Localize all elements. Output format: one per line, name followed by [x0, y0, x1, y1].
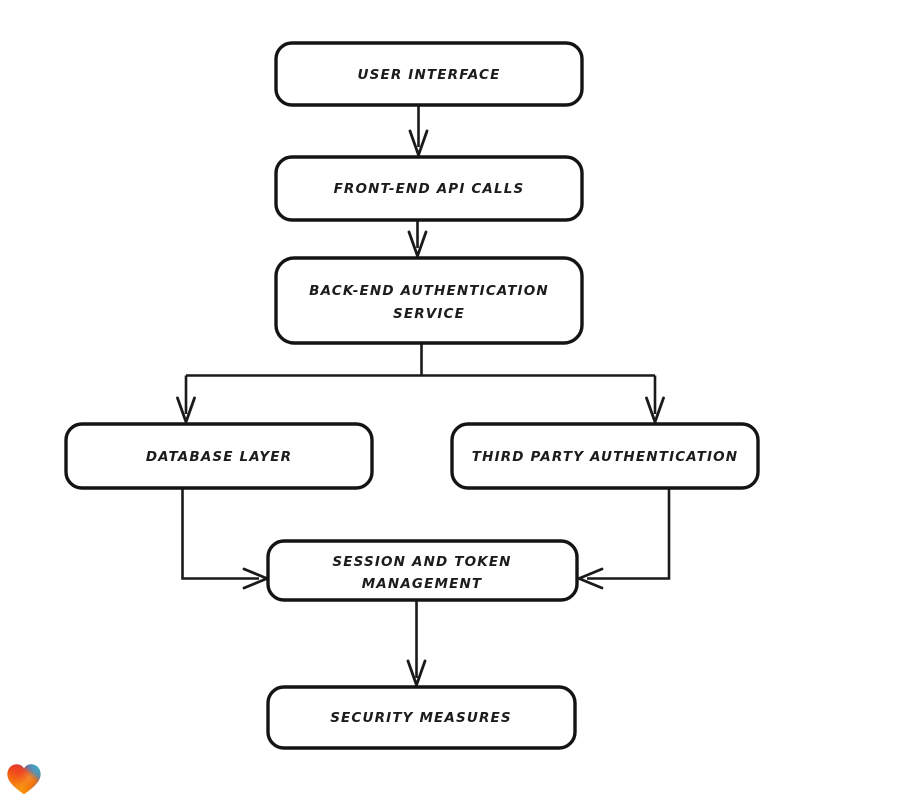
- heart-icon: [7, 764, 41, 795]
- front-end-api-calls-box[interactable]: [274, 155, 584, 222]
- node-security-measures[interactable]: SECURITY MEASURES: [266, 685, 577, 750]
- node-session-token-mgmt[interactable]: SESSION AND TOKEN MANAGEMENT: [266, 539, 579, 602]
- node-database-layer[interactable]: DATABASE LAYER: [64, 422, 374, 490]
- database-layer-box[interactable]: [64, 422, 374, 490]
- back-end-auth-service-label-line1: BACK-END AUTHENTICATION: [309, 283, 549, 299]
- back-end-auth-service-label-line2: SERVICE: [393, 306, 465, 322]
- node-third-party-auth[interactable]: THIRD PARTY AUTHENTICATION: [450, 422, 760, 490]
- user-interface-label: USER INTERFACE: [358, 67, 501, 83]
- edge-backend-to-third-party: [645, 375, 665, 424]
- back-end-auth-service-box[interactable]: [274, 256, 584, 345]
- edge-session-to-security: [406, 600, 427, 687]
- node-user-interface[interactable]: USER INTERFACE: [274, 41, 584, 107]
- edge-api-to-backend: [407, 220, 428, 258]
- third-party-auth-box[interactable]: [450, 422, 760, 490]
- node-front-end-api-calls[interactable]: FRONT-END API CALLS: [274, 155, 584, 222]
- security-measures-box[interactable]: [266, 685, 577, 750]
- third-party-auth-label: THIRD PARTY AUTHENTICATION: [472, 449, 738, 465]
- session-token-mgmt-label-line1: SESSION AND TOKEN: [332, 554, 511, 570]
- edge-database-to-session: [181, 488, 269, 590]
- edge-third-party-to-session: [577, 488, 671, 590]
- node-back-end-auth-service[interactable]: BACK-END AUTHENTICATION SERVICE: [274, 256, 584, 345]
- edge-backend-to-database: [176, 375, 196, 424]
- user-interface-box[interactable]: [274, 41, 584, 107]
- session-token-mgmt-box[interactable]: [266, 539, 579, 602]
- edge-ui-to-api: [408, 105, 429, 157]
- session-token-mgmt-label-line2: MANAGEMENT: [362, 576, 483, 592]
- security-measures-label: SECURITY MEASURES: [330, 710, 512, 726]
- edge-backend-branch-stem: [186, 343, 655, 377]
- front-end-api-calls-label: FRONT-END API CALLS: [334, 181, 525, 197]
- database-layer-label: DATABASE LAYER: [146, 449, 292, 465]
